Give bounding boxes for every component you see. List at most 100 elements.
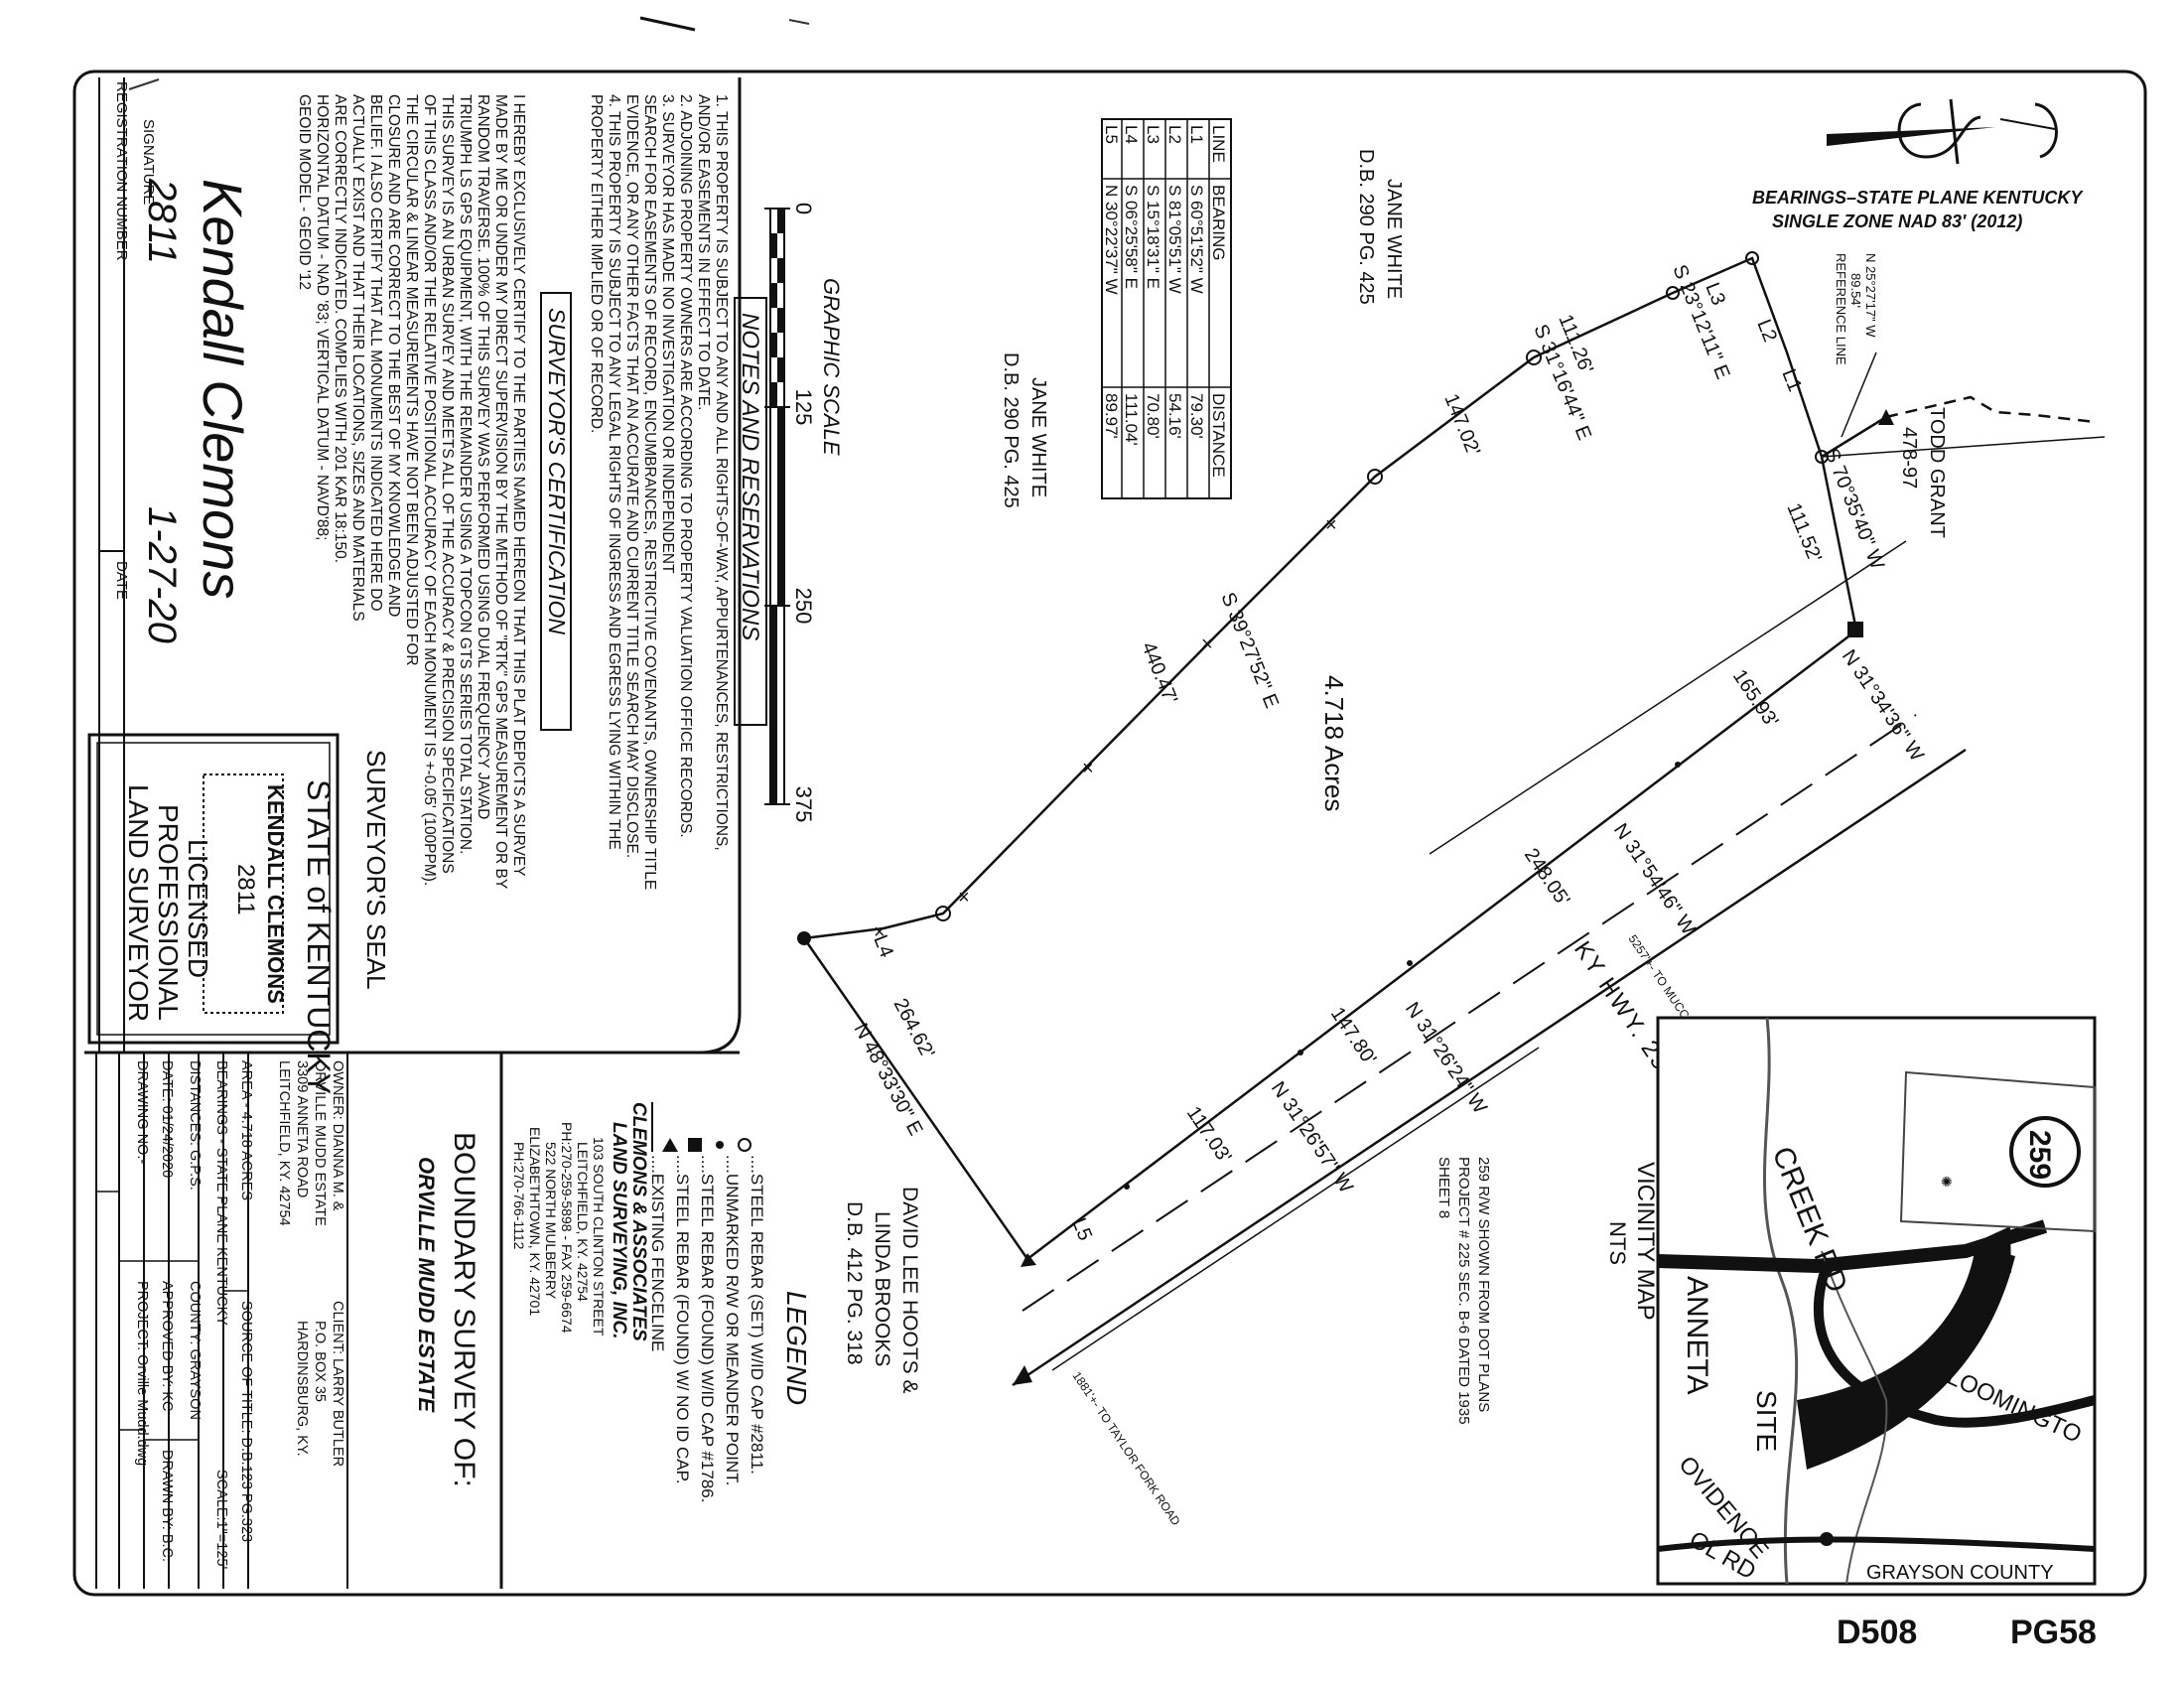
- table-header: BEARING: [1209, 185, 1228, 261]
- table-cell: S 06°25'58" E: [1122, 185, 1141, 289]
- adjoiner-hoots: DAVID LEE HOOTS &: [898, 1187, 921, 1394]
- notes: NOTES AND RESERVATIONS 1. THIS PROPERTY …: [588, 94, 767, 890]
- client-line: CLIENT: LARRY BUTLER: [330, 1301, 345, 1467]
- adjoiner-brooks: LINDA BROOKS: [871, 1211, 893, 1366]
- cert-line: OF THIS CLASS AND/OR THE RELATIVE POSITI…: [421, 94, 438, 886]
- scale-tick: 0: [791, 203, 816, 214]
- project-field: PROJECT: Orville Mudd.dwg: [134, 1281, 150, 1466]
- firm-address: 522 NORTH MULBERRY: [543, 1142, 559, 1300]
- seal-name: KENDALL CLEMONS: [263, 784, 288, 1004]
- line-label: L2: [1752, 317, 1781, 346]
- cert-line: THIS SURVEY IS AN URBAN SURVEY AND MEETS…: [439, 94, 456, 874]
- call-distance: 111.52': [1782, 500, 1826, 566]
- cert-line: CLOSURE AND ARE CORRECT TO THE BEST OF M…: [385, 94, 402, 617]
- area-label: 4.718 Acres: [1319, 675, 1349, 811]
- deed-page: PG58: [2010, 1614, 2097, 1651]
- seal-state: STATE of KENTUCKY: [301, 779, 337, 1094]
- call-distance: 264.62': [889, 995, 939, 1062]
- distances-field: DISTANCES: G.P.S.: [187, 1060, 203, 1191]
- cert-line: GEOID MODEL - GEOID '12: [296, 94, 313, 290]
- table-cell: 70.80': [1144, 393, 1162, 439]
- reference-line-label: REFERENCE LINE: [1834, 253, 1848, 365]
- table-cell: 79.30': [1187, 393, 1206, 439]
- registration-label: REGISTRATION NUMBER: [113, 81, 130, 261]
- table-cell: 54.16': [1165, 393, 1184, 439]
- seal-title: SURVEYOR'S SEAL: [361, 750, 391, 989]
- rw-note: PROJECT # 225 SEC. B-6 DATED 1935: [1455, 1157, 1472, 1425]
- adjoiner-jane-white: JANE WHITE: [1027, 377, 1049, 497]
- svg-text:×: ×: [958, 887, 970, 909]
- client-line: P.O. BOX 35: [312, 1321, 328, 1402]
- table-cell: 111.04': [1122, 393, 1141, 446]
- seal-number: 2811: [232, 864, 259, 915]
- cert-line: ACTUALLY EXIST AND THAT THEIR LOCATIONS,…: [349, 94, 366, 622]
- notes-title: NOTES AND RESERVATIONS: [737, 313, 763, 640]
- scan-mark: [128, 78, 160, 90]
- call-bearing: S 70°35'40" W: [1820, 446, 1888, 573]
- bearing-basis-datum: SINGLE ZONE NAD 83' (2012): [1772, 211, 2022, 231]
- legend-item: ....STEEL REBAR (SET) W/ID CAP #2811.: [748, 1155, 766, 1475]
- signature-block: SIGNATURE REGISTRATION NUMBER DATE Kenda…: [98, 77, 254, 1053]
- cert-line: TRIUMPH LS GPS EQUIPMENT, WITH THE REMAI…: [457, 94, 474, 854]
- owner-line: LEITCHFIELD, KY. 42754: [276, 1060, 292, 1226]
- svg-text:×: ×: [874, 921, 886, 943]
- date-field: DATE: 01/24/2020: [159, 1060, 175, 1178]
- highway-row: [1012, 540, 1967, 1387]
- title-block: BOUNDARY SURVEY OF: ORVILLE MUDD ESTATE …: [95, 1053, 480, 1589]
- note-line: 2. ADJOINING PROPERTY OWNERS ARE ACCORDI…: [677, 94, 694, 838]
- table-header: DISTANCE: [1209, 393, 1228, 478]
- adjoiner-jane-white-ref: D.B. 290 PG. 425: [1000, 352, 1022, 508]
- handwritten-registration: 2811: [140, 178, 184, 264]
- surveyor-seal: SURVEYOR'S SEAL STATE of KENTUCKY KENDAL…: [87, 733, 391, 1094]
- cert-line: BELIEF. I ALSO CERTIFY THAT ALL MONUMENT…: [367, 94, 384, 612]
- rebar-set-icon: [738, 1138, 751, 1152]
- county-field: COUNTY: GRAYSON: [187, 1281, 203, 1420]
- map-label-county: GRAYSON COUNTY: [1866, 1562, 2054, 1584]
- line-label: L5: [1067, 1215, 1096, 1244]
- legend-title: LEGEND: [781, 1291, 812, 1405]
- legend: ....STEEL REBAR (SET) W/ID CAP #2811. ..…: [648, 1102, 766, 1502]
- table-cell: L5: [1102, 125, 1121, 144]
- vicinity-map: ✺ 259 CREEK RD ANNETA SITE BLOOMINGTO OV…: [1656, 1016, 2097, 1586]
- bearings-field: BEARINGS - STATE PLANE KENTUCKY: [213, 1060, 229, 1326]
- cert-line: ARE CORRECTLY INDICATED. COMPLIES WITH 2…: [332, 94, 348, 563]
- firm-name: CLEMONS & ASSOCIATES: [628, 1102, 649, 1341]
- cert-line: THE CIRCULAR & LINEAR MEASUREMENTS HAVE …: [403, 94, 420, 666]
- firm-phone: PH:270-766-1112: [511, 1142, 527, 1250]
- note-line: 1. THIS PROPERTY IS SUBJECT TO ANY AND A…: [713, 94, 730, 851]
- source-field: SOURCE OF TITLE: D.B.123 PG.323: [238, 1301, 254, 1542]
- north-arrow: [1827, 98, 2058, 165]
- adjoiner-hoots-ref: D.B. 412 PG. 318: [843, 1201, 866, 1365]
- graphic-scale: 0 125 250 375 GRAPHIC SCALE: [764, 203, 844, 822]
- vicinity-subtitle: NTS: [1605, 1221, 1630, 1265]
- rebar-found-nocap-icon: [662, 1138, 678, 1152]
- scale-field: SCALE:1"=125': [213, 1470, 229, 1569]
- line-label: L1: [1777, 366, 1806, 395]
- adjoiner-todd-grant-ref: 478-97: [1898, 427, 1920, 489]
- handwritten-date: 1-27-20: [140, 506, 184, 643]
- meander-point-icon: [716, 1141, 724, 1149]
- note-line: 4. THIS PROPERTY IS SUBJECT TO ANY LEGAL…: [606, 94, 622, 850]
- adjoiner-jane-white-top: JANE WHITE: [1383, 179, 1405, 299]
- map-label-site: SITE: [1751, 1390, 1782, 1452]
- table-cell: S 60°51'52" W: [1187, 185, 1206, 294]
- survey-title: BOUNDARY SURVEY OF:: [448, 1132, 480, 1487]
- deed-book: D508: [1837, 1614, 1917, 1651]
- client-line: HARDINSBURG, KY.: [294, 1321, 310, 1457]
- note-line: 3. SURVEYOR HAS MADE NO INVESTIGATION OR…: [659, 94, 676, 574]
- sun-icon: ✺: [1941, 1174, 1953, 1190]
- seal-land-surveyor: LAND SURVEYOR: [123, 784, 154, 1022]
- svg-text:×: ×: [1201, 633, 1213, 655]
- table-cell: S 81°05'51" W: [1165, 185, 1184, 294]
- legend-item: ....STEEL REBAR (FOUND) W/ID CAP #1786.: [698, 1155, 717, 1502]
- vicinity-title: VICINITY MAP: [1632, 1162, 1659, 1321]
- table-cell: L4: [1122, 125, 1141, 144]
- route-number: 259: [2023, 1130, 2056, 1180]
- firm-phone: PH:270-259-5898 - FAX 259-6674: [559, 1122, 575, 1334]
- seal-licensed: LICENSED: [183, 839, 213, 978]
- map-label-anneta: ANNETA: [1681, 1276, 1713, 1394]
- monuments: [797, 251, 1894, 1267]
- cert-line: I HEREBY EXCLUSIVELY CERTIFY TO THE PART…: [510, 94, 527, 877]
- reference-distance: 89.54': [1848, 273, 1863, 308]
